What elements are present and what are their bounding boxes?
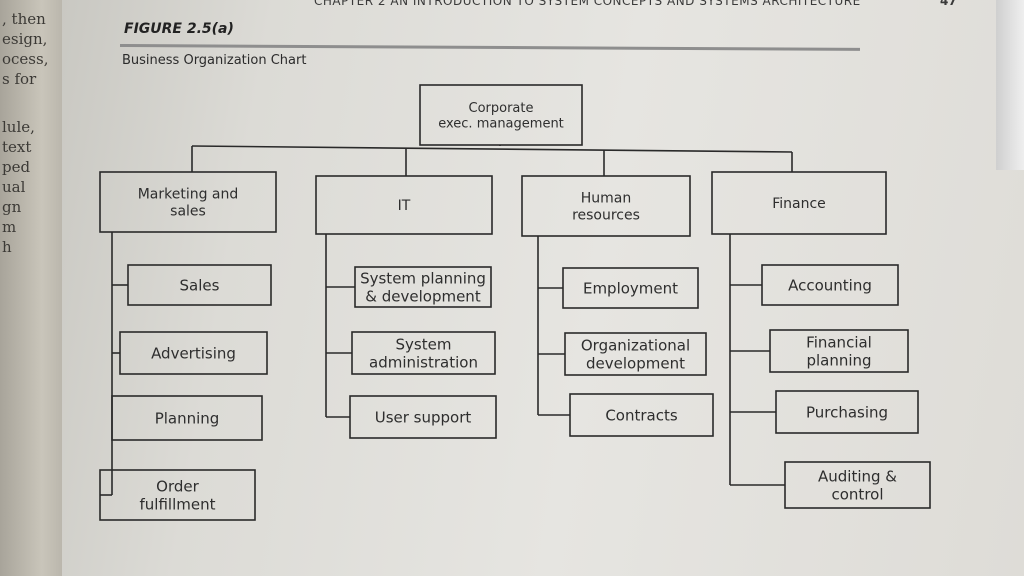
margin-text-fragment: s for [2, 70, 37, 88]
org-node-unit-label: User support [375, 408, 472, 426]
org-node-department-border [521, 175, 691, 237]
org-node-department-border [315, 175, 493, 235]
left-page-edge: , then esign, ocess, s for lule, text ped ual gn… [0, 0, 70, 576]
page-number: 47 [940, 0, 957, 8]
org-node-unit: Advertising [119, 331, 268, 375]
org-node-department-label: sales [170, 203, 206, 219]
org-node-department-label: Human [581, 191, 632, 207]
org-node-unit-label: Financial [806, 333, 872, 351]
org-node-unit-label: Order [156, 477, 199, 495]
org-node-unit: Auditing &control [784, 461, 931, 509]
org-node-unit-border [354, 266, 492, 308]
org-node-department-border [711, 171, 887, 235]
margin-text-fragment: , then [2, 10, 46, 28]
margin-text-fragment: m [2, 218, 17, 236]
right-page-edge [996, 0, 1024, 170]
org-node-unit-border [127, 264, 272, 306]
org-node-unit-label: Planning [155, 409, 220, 427]
org-node-unit-border [111, 395, 263, 441]
org-node-unit-border [761, 264, 899, 306]
org-node-department-border [99, 171, 277, 233]
running-head: CHAPTER 2 AN INTRODUCTION TO SYSTEM CONC… [314, 0, 861, 8]
org-node-unit-border [119, 331, 268, 375]
margin-text-fragment: esign, [2, 30, 48, 48]
margin-text-fragment: text [2, 138, 32, 156]
org-connector-bus [191, 145, 793, 153]
org-node-unit-label: System [396, 335, 452, 353]
org-node-unit-border [351, 331, 496, 375]
org-node-unit: Accounting [761, 264, 899, 306]
org-node-unit: Planning [111, 395, 263, 441]
org-node-unit-border [775, 390, 919, 434]
margin-text-fragment: ocess, [2, 50, 49, 68]
org-node-unit-label: Organizational [581, 336, 690, 354]
org-node-unit-border [349, 395, 497, 439]
org-node-unit-label: Advertising [151, 344, 236, 362]
org-node-unit-label: fulfillment [140, 495, 216, 513]
org-node-unit-label: System planning [360, 269, 486, 287]
org-node-unit-label: Sales [180, 276, 220, 294]
org-node-department: IT [315, 175, 493, 235]
org-node-unit: System planning& development [354, 266, 492, 308]
org-node-unit-label: Purchasing [806, 403, 888, 421]
org-node-unit-label: Accounting [788, 276, 872, 294]
org-node-unit: Employment [562, 267, 699, 309]
org-node-unit-border [562, 267, 699, 309]
org-node-unit-border [569, 393, 714, 437]
org-node-department-label: resources [572, 207, 640, 223]
org-node-unit-border [784, 461, 931, 509]
org-node-department-label: Finance [772, 196, 826, 212]
org-node-unit-border [769, 329, 909, 373]
margin-text-fragment: lule, [2, 118, 35, 136]
figure-title: Business Organization Chart [122, 53, 307, 68]
figure-label: FIGURE 2.5(a) [124, 21, 234, 37]
margin-text-fragment: ual [2, 178, 26, 196]
margin-text-fragment: ped [2, 158, 31, 176]
org-node-unit-label: administration [369, 353, 478, 371]
org-node-unit: Sales [127, 264, 272, 306]
org-node-root-border [419, 84, 583, 146]
org-node-unit-label: development [586, 354, 685, 372]
org-node-unit-label: control [832, 485, 884, 503]
margin-text-fragment: h [2, 238, 12, 256]
org-node-department-label: Marketing and [138, 187, 239, 203]
org-node-unit-label: Contracts [605, 406, 678, 424]
margin-text-fragment: gn [2, 198, 22, 216]
org-node-unit-label: Employment [583, 279, 678, 297]
org-node-unit-label: Auditing & [818, 467, 897, 485]
org-node-unit: User support [349, 395, 497, 439]
org-node-unit-label: & development [365, 287, 481, 305]
org-node-department: Finance [711, 171, 887, 235]
org-node-unit: Purchasing [775, 390, 919, 434]
org-node-root-label: Corporate [469, 101, 534, 116]
org-node-root-label: exec. management [438, 116, 564, 131]
org-node-department-label: IT [398, 198, 411, 214]
org-node-unit: Contracts [569, 393, 714, 437]
org-node-unit-border [99, 469, 256, 521]
org-node-unit-label: planning [806, 351, 871, 369]
org-node-unit-border [564, 332, 707, 376]
